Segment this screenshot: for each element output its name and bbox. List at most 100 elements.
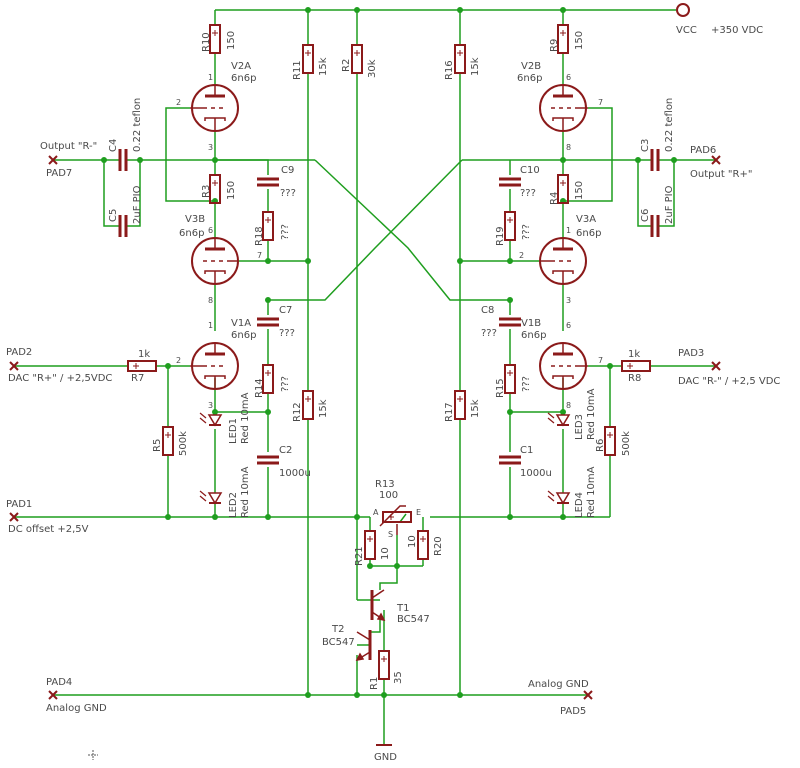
r10-value: 150 xyxy=(226,31,237,50)
r11-name: R11 xyxy=(292,60,303,80)
r7-value: 1k xyxy=(138,349,150,360)
c6-name: C6 xyxy=(640,209,651,222)
r14-value: ??? xyxy=(280,376,291,392)
r3-name: R3 xyxy=(201,185,212,198)
r4-name: R4 xyxy=(549,192,560,205)
pot-pin-s: S xyxy=(388,530,393,539)
vcc-terminal xyxy=(676,3,690,17)
c9-name: C9 xyxy=(281,165,294,176)
capacitor-c3 xyxy=(650,147,660,173)
pad5-label: Analog GND xyxy=(528,679,589,690)
r7-name: R7 xyxy=(131,373,144,384)
v3b-name: V3B xyxy=(185,214,205,225)
r16-name: R16 xyxy=(444,60,455,80)
pad2-name: PAD2 xyxy=(6,347,32,358)
v2b-anode-pin: 6 xyxy=(566,73,571,82)
vcc-net-label: VCC xyxy=(676,25,697,36)
junction-dots xyxy=(101,7,677,698)
capacitor-c6 xyxy=(650,213,660,239)
gnd-label: GND xyxy=(374,752,397,763)
led-led1 xyxy=(199,412,222,426)
r20-value: 10 xyxy=(407,535,418,548)
r11-value: 15k xyxy=(318,57,329,76)
t1-type: BC547 xyxy=(397,614,430,625)
r12-value: 15k xyxy=(318,399,329,418)
v2b-type: 6n6p xyxy=(517,73,542,84)
c2-value: 1000u xyxy=(279,468,311,479)
pad1-name: PAD1 xyxy=(6,499,32,510)
v3b-cathode-pin: 8 xyxy=(208,296,213,305)
r15-name: R15 xyxy=(495,378,506,398)
c5-name: C5 xyxy=(108,209,119,222)
pad7-name: PAD7 xyxy=(46,168,72,179)
r15-value: ??? xyxy=(521,376,532,392)
led3-value: Red 10mA xyxy=(586,388,597,440)
r6-name: R6 xyxy=(595,439,606,452)
r18-value: ??? xyxy=(280,224,291,240)
c9-value: ??? xyxy=(280,188,296,199)
r5-value: 500k xyxy=(178,431,189,456)
capacitor-c1 xyxy=(497,455,523,465)
v1b-anode-pin: 6 xyxy=(566,321,571,330)
capacitor-c2 xyxy=(255,455,281,465)
c8-name: C8 xyxy=(481,305,494,316)
c3-name: C3 xyxy=(640,139,651,152)
v1b-cathode-pin: 8 xyxy=(566,401,571,410)
c4-name: C4 xyxy=(108,139,119,152)
v1a-grid-pin: 2 xyxy=(176,356,181,365)
t2-type: BC547 xyxy=(322,637,355,648)
v2a-name: V2A xyxy=(231,61,251,72)
v2a-cathode-pin: 3 xyxy=(208,143,213,152)
c4-value: 0.22 teflon xyxy=(132,98,143,152)
resistor-r21 xyxy=(364,530,376,560)
v1a-name: V1A xyxy=(231,318,251,329)
v3a-grid-pin: 2 xyxy=(519,251,524,260)
v2b-grid-pin: 7 xyxy=(598,98,603,107)
v1a-cathode-pin: 3 xyxy=(208,401,213,410)
capacitor-c9 xyxy=(255,177,281,187)
resistor-r6 xyxy=(604,426,616,456)
c10-value: ??? xyxy=(520,188,536,199)
led4-name: LED4 xyxy=(574,492,585,518)
r19-name: R19 xyxy=(495,226,506,246)
r21-value: 10 xyxy=(380,547,391,560)
r17-name: R17 xyxy=(444,402,455,422)
v1b-grid-pin: 7 xyxy=(598,356,603,365)
led4-value: Red 10mA xyxy=(586,466,597,518)
resistor-r5 xyxy=(162,426,174,456)
c8-value: ??? xyxy=(481,328,497,339)
v3a-cathode-pin: 3 xyxy=(566,296,571,305)
r21-name: R21 xyxy=(354,546,365,566)
v1a-type: 6n6p xyxy=(231,330,256,341)
r1-name: R1 xyxy=(369,677,380,690)
resistor-r20 xyxy=(417,530,429,560)
resistor-r19 xyxy=(504,211,516,241)
resistor-r17 xyxy=(454,390,466,420)
resistor-r7 xyxy=(127,360,157,372)
r8-value: 1k xyxy=(628,349,640,360)
transistor-t2 xyxy=(355,630,372,661)
pad6-name: PAD6 xyxy=(690,145,716,156)
pad1-label: DC offset +2,5V xyxy=(8,524,89,535)
r19-value: ??? xyxy=(521,224,532,240)
r18-name: R18 xyxy=(254,226,265,246)
pad4-name: PAD4 xyxy=(46,677,72,688)
v3a-type: 6n6p xyxy=(576,228,601,239)
r16-value: 15k xyxy=(470,57,481,76)
r3-value: 150 xyxy=(226,181,237,200)
r9-value: 150 xyxy=(574,31,585,50)
v1b-name: V1B xyxy=(521,318,541,329)
r4-value: 150 xyxy=(574,181,585,200)
v3b-type: 6n6p xyxy=(179,228,204,239)
transistor-t1 xyxy=(370,589,386,621)
r17-value: 15k xyxy=(470,399,481,418)
r9-name: R9 xyxy=(549,39,560,52)
resistor-r12 xyxy=(302,390,314,420)
c7-value: ??? xyxy=(279,328,295,339)
v2b-cathode-pin: 8 xyxy=(566,143,571,152)
resistor-r15 xyxy=(504,364,516,394)
capacitor-c5 xyxy=(118,213,128,239)
v3b-grid-pin: 7 xyxy=(257,251,262,260)
pad6-label: Output "R+" xyxy=(690,169,752,180)
